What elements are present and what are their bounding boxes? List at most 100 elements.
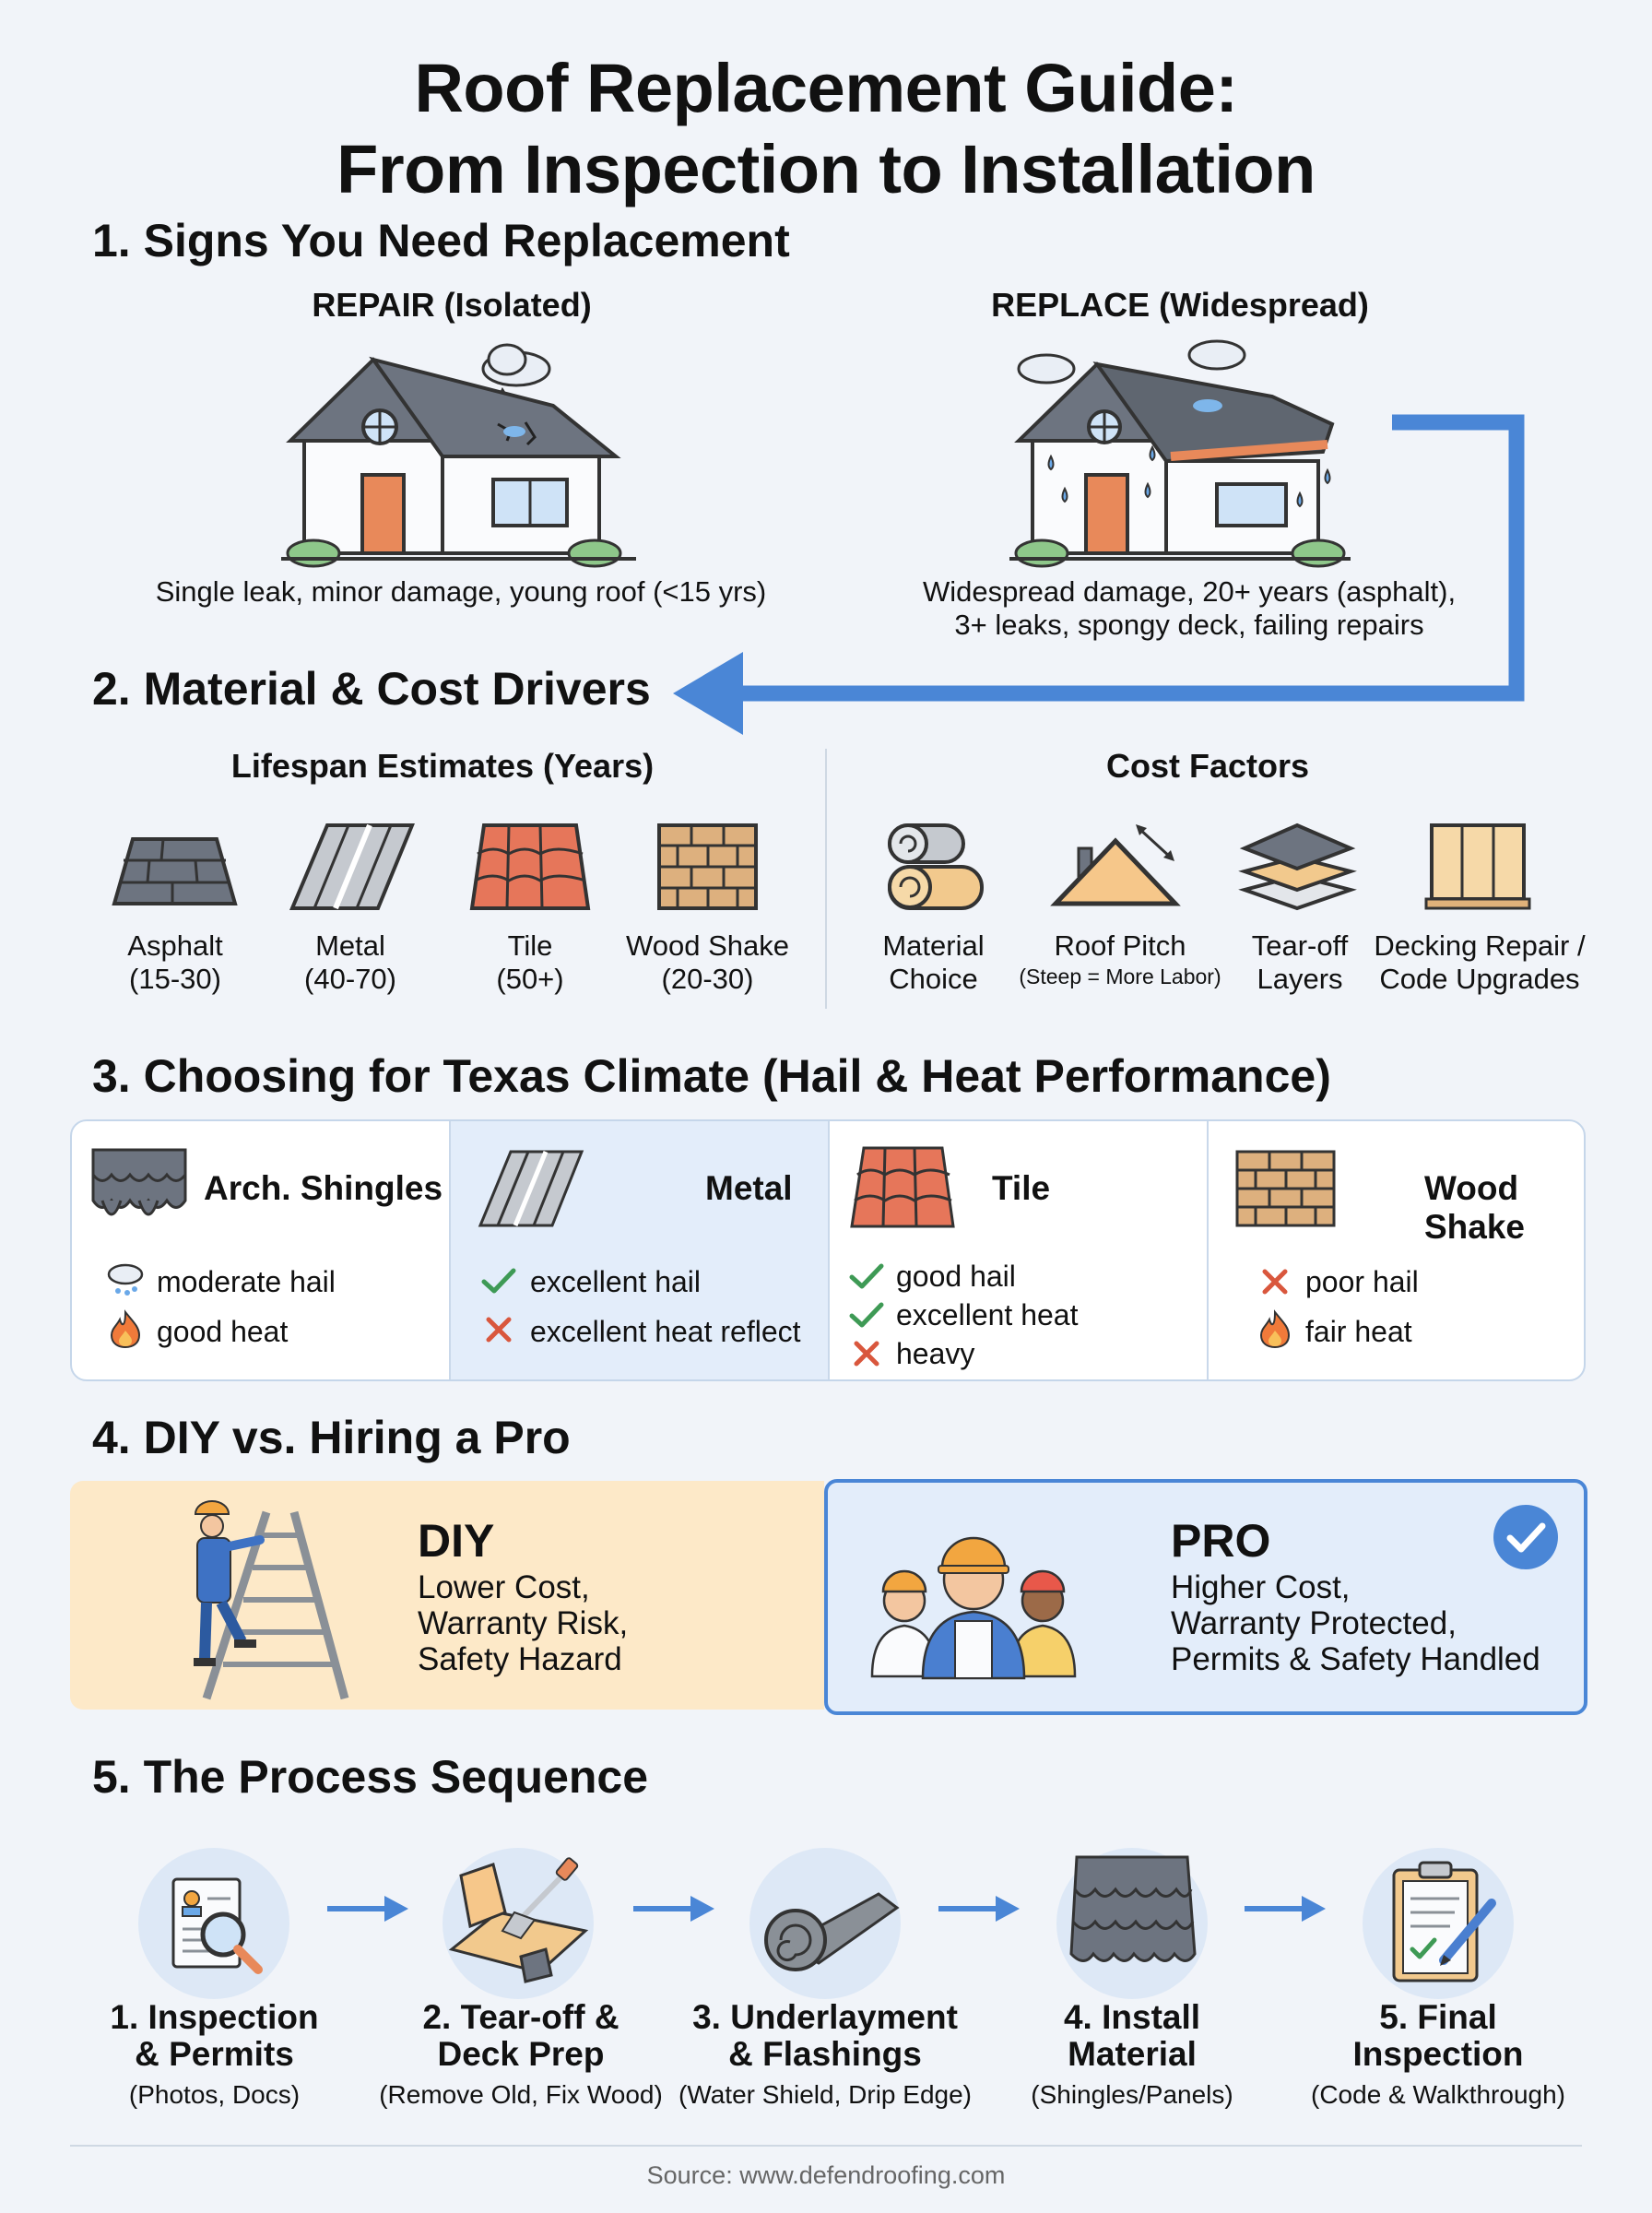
replace-house-icon bbox=[1009, 339, 1351, 568]
factor-line-1: Material bbox=[882, 929, 985, 962]
climate-col-tile: Tile good hail excellent heat heavy bbox=[830, 1121, 1208, 1379]
tear-off-icon bbox=[442, 1848, 594, 1999]
cross-icon bbox=[1262, 1269, 1288, 1295]
climate-item: heavy bbox=[896, 1337, 975, 1370]
pro-line: Warranty Protected, bbox=[1171, 1605, 1457, 1641]
step-4: 4. Install Material (Shingles/Panels) bbox=[994, 1999, 1270, 2110]
cross-icon bbox=[486, 1317, 512, 1343]
diy-line: Warranty Risk, bbox=[418, 1605, 629, 1641]
step-title: Inspection bbox=[1352, 2035, 1524, 2073]
metal-panel-icon bbox=[289, 823, 415, 910]
source-credit: Source: www.defendroofing.com bbox=[646, 2161, 1006, 2189]
check-icon bbox=[481, 1268, 516, 1294]
underlayment-roll-icon bbox=[749, 1848, 901, 1999]
step-1: 1. Inspection & Permits (Photos, Docs) bbox=[83, 1999, 346, 2110]
arch-shingle-icon bbox=[91, 1148, 187, 1216]
diy-label: DIY bbox=[418, 1515, 495, 1567]
climate-comparison-box: Arch. Shingles moderate hail good heat M… bbox=[70, 1119, 1586, 1381]
step-subtitle: (Code & Walkthrough) bbox=[1311, 2080, 1565, 2109]
replace-desc-line-2: 3+ leaks, spongy deck, failing repairs bbox=[954, 609, 1424, 641]
metal-panel-icon bbox=[478, 1150, 584, 1227]
climate-divider bbox=[449, 1121, 451, 1379]
wood-shake-icon bbox=[657, 823, 758, 910]
material-wood-shake: Wood Shake (20-30) bbox=[608, 929, 807, 996]
clipboard-check-icon bbox=[1363, 1848, 1514, 1999]
material-years: (40-70) bbox=[304, 963, 396, 995]
tile-roof-icon bbox=[469, 823, 591, 910]
step-title: & Flashings bbox=[728, 2035, 922, 2073]
tile-roof-icon bbox=[850, 1146, 955, 1228]
step-2: 2. Tear-off & Deck Prep (Remove Old, Fix… bbox=[373, 1999, 668, 2110]
cloud-icon bbox=[481, 343, 551, 406]
step-title: & Permits bbox=[135, 2035, 294, 2073]
material-years: (20-30) bbox=[661, 963, 754, 995]
material-metal: Metal (40-70) bbox=[267, 929, 433, 996]
repair-house-icon bbox=[281, 343, 636, 568]
cost-title: Cost Factors bbox=[1105, 747, 1310, 785]
cloud-hail-icon bbox=[107, 1263, 144, 1296]
step-title: 1. Inspection bbox=[110, 1998, 319, 2036]
step-title: 3. Underlayment bbox=[692, 1998, 958, 2036]
roof-pitch-icon bbox=[1050, 824, 1181, 906]
step-arrow-icon bbox=[327, 1896, 408, 1922]
title-line-2: From Inspection to Installation bbox=[336, 131, 1316, 207]
replace-desc-line-1: Widespread damage, 20+ years (asphalt), bbox=[922, 575, 1457, 608]
climate-name: Arch. Shingles bbox=[204, 1169, 443, 1207]
replace-description: Widespread damage, 20+ years (asphalt), … bbox=[867, 575, 1512, 642]
step-title: Deck Prep bbox=[437, 2035, 605, 2073]
step-title: 5. Final bbox=[1379, 1998, 1497, 2036]
step-3: 3. Underlayment & Flashings (Water Shiel… bbox=[678, 1999, 973, 2110]
factor-line-2: Code Upgrades bbox=[1379, 963, 1580, 995]
layers-icon bbox=[1238, 822, 1357, 911]
section5-heading: 5. The Process Sequence bbox=[92, 1751, 649, 1803]
diy-line: Lower Cost, bbox=[418, 1569, 590, 1605]
climate-item: good hail bbox=[896, 1260, 1016, 1293]
section1-heading: 1. Signs You Need Replacement bbox=[92, 215, 790, 266]
factor-tear-off: Tear-off Layers bbox=[1217, 929, 1383, 996]
climate-item: excellent hail bbox=[530, 1265, 701, 1298]
diy-panel: DIY Lower Cost, Warranty Risk, Safety Ha… bbox=[70, 1481, 824, 1710]
lifespan-title: Lifespan Estimates (Years) bbox=[230, 747, 655, 785]
section2-heading: 2. Material & Cost Drivers bbox=[92, 663, 651, 715]
install-shingles-icon bbox=[1056, 1848, 1208, 1999]
factor-line-2: (Steep = More Labor) bbox=[1019, 964, 1221, 988]
climate-item: moderate hail bbox=[157, 1265, 336, 1298]
step-subtitle: (Photos, Docs) bbox=[128, 2080, 301, 2109]
climate-name: Metal bbox=[705, 1169, 793, 1207]
ladder-worker-icon bbox=[194, 1500, 349, 1700]
climate-item: fair heat bbox=[1305, 1315, 1412, 1348]
step-arrow-icon bbox=[633, 1896, 714, 1922]
material-asphalt: Asphalt (15-30) bbox=[92, 929, 258, 996]
material-name: Wood Shake bbox=[626, 929, 789, 962]
pro-line: Higher Cost, bbox=[1171, 1569, 1351, 1605]
step-subtitle: (Remove Old, Fix Wood) bbox=[379, 2080, 663, 2109]
pro-line: Permits & Safety Handled bbox=[1171, 1641, 1540, 1677]
flame-icon bbox=[1259, 1309, 1291, 1349]
step-subtitle: (Water Shield, Drip Edge) bbox=[678, 2080, 972, 2109]
material-name: Metal bbox=[315, 929, 385, 962]
repair-label: REPAIR (Isolated) bbox=[312, 286, 592, 324]
flame-icon bbox=[110, 1309, 141, 1349]
diy-description: Lower Cost, Warranty Risk, Safety Hazard bbox=[418, 1569, 628, 1677]
wood-shake-icon bbox=[1235, 1150, 1336, 1227]
section3-heading: 3. Choosing for Texas Climate (Hail & He… bbox=[92, 1050, 1331, 1102]
step-title: 2. Tear-off & bbox=[422, 1998, 620, 2036]
climate-item: poor hail bbox=[1305, 1265, 1419, 1298]
step-5: 5. Final Inspection (Code & Walkthrough) bbox=[1295, 1999, 1581, 2110]
climate-divider bbox=[828, 1121, 830, 1379]
climate-col-shingles: Arch. Shingles moderate hail good heat bbox=[72, 1121, 450, 1379]
climate-item: excellent heat bbox=[896, 1298, 1079, 1331]
inspection-icon bbox=[138, 1848, 289, 1999]
step-arrow-icon bbox=[1245, 1896, 1326, 1922]
climate-name: Tile bbox=[992, 1169, 1051, 1207]
replace-label: REPLACE (Widespread) bbox=[991, 286, 1369, 324]
material-rolls-icon bbox=[888, 823, 984, 910]
check-icon bbox=[849, 1263, 884, 1289]
factor-line-1: Roof Pitch bbox=[1054, 929, 1186, 962]
step-arrow-icon bbox=[938, 1896, 1020, 1922]
footer-divider bbox=[70, 2145, 1582, 2147]
pro-label: PRO bbox=[1171, 1515, 1271, 1567]
material-name: Asphalt bbox=[127, 929, 223, 962]
pro-panel: PRO Higher Cost, Warranty Protected, Per… bbox=[824, 1479, 1587, 1715]
check-badge-icon bbox=[1493, 1505, 1558, 1569]
